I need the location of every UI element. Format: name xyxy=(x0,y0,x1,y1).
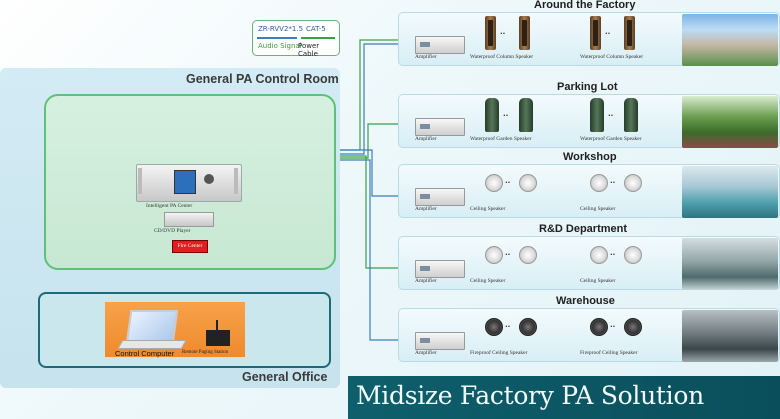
ceiling-speaker-icon xyxy=(485,174,503,192)
pa-center-handle xyxy=(138,168,142,194)
legend-power-cable: Power Cable xyxy=(298,42,320,58)
amplifier-label: Amplifier xyxy=(415,350,437,356)
pa-center-handle xyxy=(234,168,238,194)
ceiling-speaker-icon xyxy=(624,246,642,264)
speaker-continuation-dots: .. xyxy=(605,28,611,36)
laptop-keyboard xyxy=(117,340,187,349)
column-speaker-icon xyxy=(519,16,530,50)
speaker-continuation-dots: .. xyxy=(608,110,614,118)
amplifier-device xyxy=(415,260,465,278)
ceiling-speaker-icon xyxy=(519,246,537,264)
cd-player-label: CD/DVD Player xyxy=(154,228,191,234)
speaker-label: Fireproof Ceiling Speaker xyxy=(580,350,638,356)
speaker-continuation-dots: .. xyxy=(500,28,506,36)
speaker-label: Ceiling Speaker xyxy=(470,278,506,284)
amplifier-label: Amplifier xyxy=(415,54,437,60)
ceiling-speaker-icon xyxy=(485,246,503,264)
speaker-label: Ceiling Speaker xyxy=(580,206,616,212)
speaker-label: Waterproof Column Speaker xyxy=(470,54,534,60)
zone-title: R&D Department xyxy=(539,223,628,235)
fire-center-box: Fire Center xyxy=(172,240,208,253)
legend-audio-signal: Audio Signal xyxy=(258,42,302,50)
speaker-label: Waterproof Garden Speaker xyxy=(580,136,642,142)
garden-speaker-icon xyxy=(590,98,604,132)
ceiling-speaker-icon xyxy=(624,174,642,192)
speaker-continuation-dots: .. xyxy=(505,249,511,257)
amplifier-device xyxy=(415,118,465,136)
speaker-continuation-dots: .. xyxy=(505,177,511,185)
ceiling-speaker-icon xyxy=(590,246,608,264)
speaker-label: Ceiling Speaker xyxy=(580,278,616,284)
speaker-label: Ceiling Speaker xyxy=(470,206,506,212)
amplifier-label: Amplifier xyxy=(415,136,437,142)
amplifier-device xyxy=(415,188,465,206)
amplifier-device xyxy=(415,36,465,54)
legend-cable1: ZR-RVV2*1.5 xyxy=(258,25,304,33)
column-speaker-icon xyxy=(624,16,635,50)
fireproof-speaker-icon xyxy=(485,318,503,336)
laptop-screen xyxy=(125,310,179,344)
cd-dvd-player-device xyxy=(164,212,214,227)
amplifier-device xyxy=(415,332,465,350)
zone-title: Workshop xyxy=(563,151,617,163)
paging-station-label: Remote Paging Station xyxy=(182,350,229,355)
zone-photo xyxy=(682,310,778,362)
speaker-continuation-dots: .. xyxy=(610,177,616,185)
amplifier-label: Amplifier xyxy=(415,278,437,284)
pa-center-knob xyxy=(204,174,214,184)
speaker-label: Waterproof Garden Speaker xyxy=(470,136,532,142)
control-computer-label: Control Computer xyxy=(115,349,175,358)
legend-cable2: CAT-5 xyxy=(306,25,326,33)
fireproof-speaker-icon xyxy=(519,318,537,336)
speaker-continuation-dots: .. xyxy=(503,110,509,118)
zone-title: Parking Lot xyxy=(557,81,618,93)
fireproof-speaker-icon xyxy=(590,318,608,336)
zone-photo xyxy=(682,96,778,148)
zone-title: Around the Factory xyxy=(534,0,636,11)
office-title: General Office xyxy=(242,370,328,384)
title-bar xyxy=(348,376,780,419)
main-title: Midsize Factory PA Solution xyxy=(356,381,704,410)
ceiling-speaker-icon xyxy=(590,174,608,192)
control-room-title: General PA Control Room xyxy=(186,72,339,86)
paging-mic xyxy=(216,320,218,332)
garden-speaker-icon xyxy=(624,98,638,132)
speaker-continuation-dots: .. xyxy=(505,321,511,329)
ceiling-speaker-icon xyxy=(519,174,537,192)
zone-photo xyxy=(682,14,778,66)
speaker-label: Waterproof Column Speaker xyxy=(580,54,644,60)
zone-title: Warehouse xyxy=(556,295,615,307)
speaker-label: Fireproof Ceiling Speaker xyxy=(470,350,528,356)
speaker-continuation-dots: .. xyxy=(610,249,616,257)
zone-photo xyxy=(682,166,778,218)
amplifier-label: Amplifier xyxy=(415,206,437,212)
pa-center-label: Intelligent PA Center xyxy=(146,203,193,209)
column-speaker-icon xyxy=(590,16,601,50)
fireproof-speaker-icon xyxy=(624,318,642,336)
column-speaker-icon xyxy=(485,16,496,50)
paging-station-device xyxy=(206,330,230,346)
garden-speaker-icon xyxy=(519,98,533,132)
speaker-continuation-dots: .. xyxy=(610,321,616,329)
zone-photo xyxy=(682,238,778,290)
garden-speaker-icon xyxy=(485,98,499,132)
cable-legend: ZR-RVV2*1.5 CAT-5 Audio Signal Power Cab… xyxy=(252,20,340,58)
pa-center-screen xyxy=(174,170,196,194)
